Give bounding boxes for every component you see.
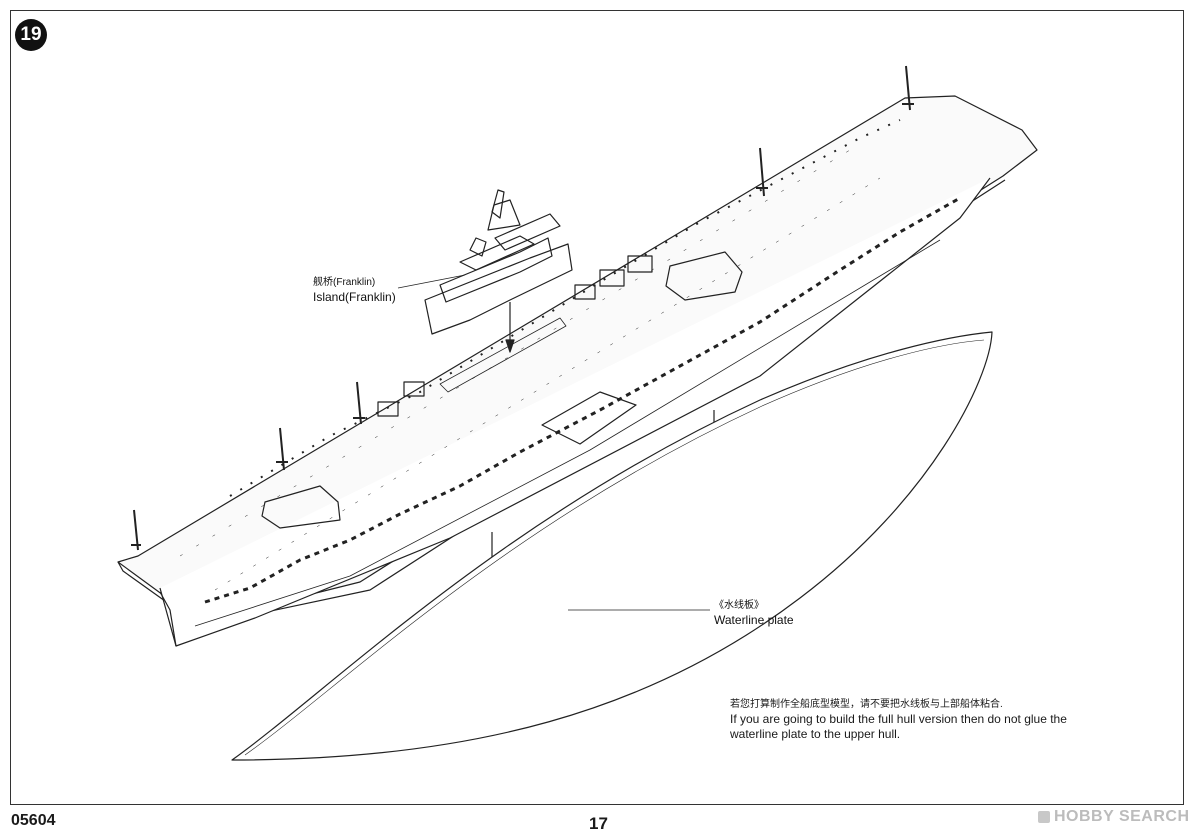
- island-superstructure: [424, 189, 573, 335]
- deck-elevator-aft: [261, 485, 341, 529]
- island-label-cn: 舰桥(Franklin): [313, 277, 376, 288]
- gun-mount-4: [627, 255, 653, 273]
- gun-mount-1: [377, 401, 399, 417]
- assembly-note: 若您打算制作全船底型模型，请不要把水线板与上部船体粘合. If you are …: [730, 697, 1110, 742]
- waterline-label: 《水线板》 Waterline plate: [714, 598, 794, 628]
- waterline-label-cn: 《水线板》: [714, 600, 764, 611]
- page-number: 17: [589, 814, 608, 833]
- watermark: HOBBY SEARCH: [1038, 808, 1190, 826]
- gun-mount-3: [599, 269, 625, 287]
- island-label-en: Island(Franklin): [313, 290, 396, 304]
- bow-detail: [159, 591, 177, 647]
- arrow-island-head: [505, 339, 515, 353]
- hull-line: [194, 239, 941, 627]
- watermark-icon: [1038, 811, 1050, 823]
- island-label: 舰桥(Franklin) Island(Franklin): [313, 275, 396, 305]
- deck-elevator-fwd: [665, 251, 743, 301]
- deck-runway-line-1: [214, 177, 881, 591]
- assembly-note-cn: 若您打算制作全船底型模型，请不要把水线板与上部船体粘合.: [730, 699, 1003, 710]
- watermark-text: HOBBY SEARCH: [1054, 808, 1190, 825]
- mast-3: [353, 381, 365, 425]
- waterline-plate: [231, 331, 993, 761]
- gun-mount-2: [403, 381, 425, 397]
- mast-2: [276, 427, 288, 471]
- mast-5: [902, 65, 914, 111]
- waterline-label-en: Waterline plate: [714, 613, 794, 627]
- gun-mount-5: [574, 284, 596, 300]
- leader-island: [397, 274, 466, 289]
- assembly-note-en-line1: If you are going to build the full hull …: [730, 712, 1067, 726]
- product-code: 05604: [11, 812, 56, 829]
- deck-catwalk: [439, 317, 567, 393]
- mast-1: [131, 509, 141, 551]
- sponson-row: [204, 196, 961, 604]
- waterline-plate-inner: [244, 339, 985, 756]
- step-number-badge: 19: [15, 19, 47, 51]
- deck-elevator-side: [541, 391, 637, 445]
- page-frame: [10, 10, 1184, 805]
- mast-4: [756, 147, 768, 197]
- assembly-note-en-line2: waterline plate to the upper hull.: [730, 727, 901, 741]
